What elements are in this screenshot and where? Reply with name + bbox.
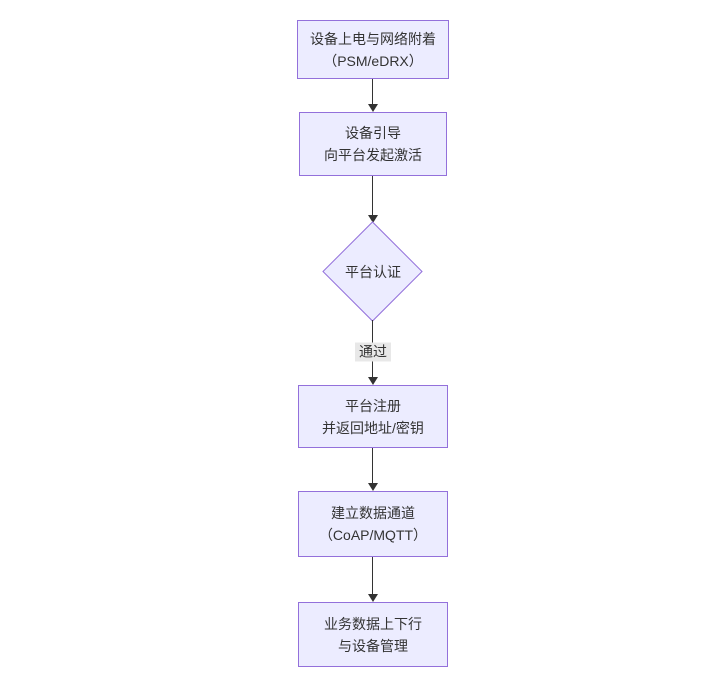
node-label-line: 业务数据上下行 (324, 615, 422, 632)
node-data-channel: 建立数据通道 （CoAP/MQTT） (298, 491, 448, 557)
edge-label-pass: 通过 (355, 342, 391, 362)
edge-power-to-bootstrap (372, 79, 373, 106)
node-platform-auth-label: 平台认证 (345, 264, 401, 280)
node-bootstrap-activate: 设备引导 向平台发起激活 (299, 112, 447, 176)
arrow-down-icon (368, 215, 378, 223)
edge-register-to-channel (372, 448, 373, 484)
arrow-down-icon (368, 483, 378, 491)
node-label-line: （PSM/eDRX） (323, 52, 423, 69)
edge-bootstrap-to-auth (372, 176, 373, 216)
node-business-data: 业务数据上下行 与设备管理 (298, 602, 448, 667)
node-label-line: 设备上电与网络附着 (310, 30, 436, 47)
node-label-line: 并返回地址/密钥 (322, 419, 424, 436)
node-label-line: 设备引导 (345, 125, 401, 141)
node-label-line: 建立数据通道 (331, 505, 415, 521)
arrow-down-icon (368, 594, 378, 602)
node-label-line: 平台注册 (345, 397, 401, 414)
node-label-line: （CoAP/MQTT） (318, 527, 428, 543)
node-label-line: 与设备管理 (338, 637, 408, 654)
arrow-down-icon (368, 104, 378, 112)
edge-channel-to-business (372, 557, 373, 595)
node-power-attach: 设备上电与网络附着 （PSM/eDRX） (297, 20, 449, 79)
node-label-line: 向平台发起激活 (324, 147, 422, 163)
arrow-down-icon (368, 377, 378, 385)
node-platform-register: 平台注册 并返回地址/密钥 (298, 385, 448, 448)
